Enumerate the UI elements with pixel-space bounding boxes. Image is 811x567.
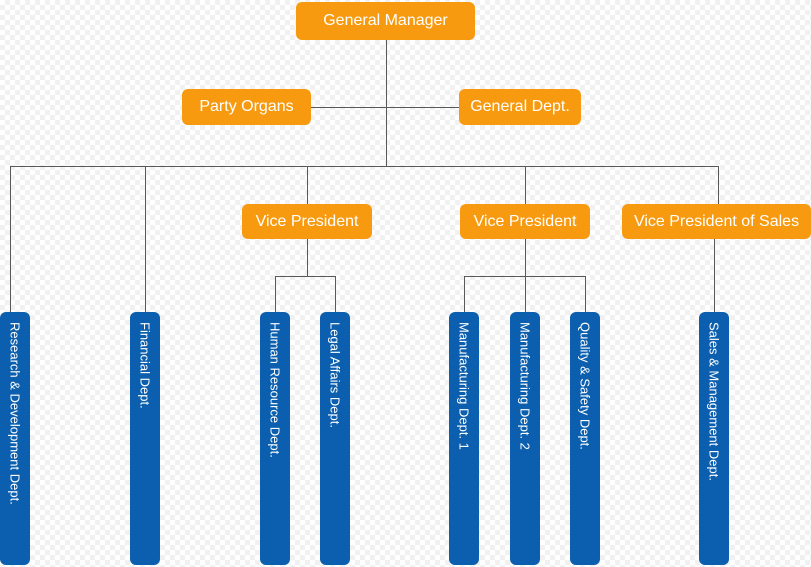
node-research-development[interactable]: Research & Development Dept. <box>0 312 30 565</box>
connector-drop-legal-affairs <box>335 276 336 313</box>
node-vice-president-2[interactable]: Vice President <box>460 204 590 239</box>
node-vice-president-sales-label: Vice President of Sales <box>633 212 800 230</box>
connector-vp-sales-stem <box>714 238 715 313</box>
connector-drop-vp1 <box>307 166 308 205</box>
connector-main-bus <box>10 166 719 167</box>
node-legal-affairs[interactable]: Legal Affairs Dept. <box>320 312 350 565</box>
connector-vp2-stem <box>525 238 526 277</box>
connector-drop-vp-sales <box>718 166 719 205</box>
connector-drop-manufacturing-1 <box>464 276 465 313</box>
node-vice-president-sales[interactable]: Vice President of Sales <box>622 204 811 239</box>
connector-vp1-stem <box>307 238 308 277</box>
node-sales-management[interactable]: Sales & Management Dept. <box>699 312 729 565</box>
connector-drop-manufacturing-2 <box>525 276 526 313</box>
node-quality-safety[interactable]: Quality & Safety Dept. <box>570 312 600 565</box>
node-vice-president-2-label: Vice President <box>473 212 577 230</box>
connector-drop-research <box>10 166 11 313</box>
node-manufacturing-1-label: Manufacturing Dept. 1 <box>456 322 472 450</box>
connector-gm-trunk <box>386 40 387 167</box>
node-general-manager[interactable]: General Manager <box>296 2 475 40</box>
node-quality-safety-label: Quality & Safety Dept. <box>577 322 593 450</box>
node-research-development-label: Research & Development Dept. <box>7 322 23 505</box>
connector-level2-crossbar <box>311 107 459 108</box>
node-financial[interactable]: Financial Dept. <box>130 312 160 565</box>
node-general-manager-label: General Manager <box>323 12 448 29</box>
connector-drop-quality-safety <box>585 276 586 313</box>
node-manufacturing-1[interactable]: Manufacturing Dept. 1 <box>449 312 479 565</box>
node-party-organs[interactable]: Party Organs <box>182 89 311 125</box>
node-vice-president-1-label: Vice President <box>255 212 359 230</box>
node-human-resource[interactable]: Human Resource Dept. <box>260 312 290 565</box>
node-vice-president-1[interactable]: Vice President <box>242 204 372 239</box>
connector-drop-financial <box>145 166 146 313</box>
node-party-organs-label: Party Organs <box>199 98 294 115</box>
node-general-dept[interactable]: General Dept. <box>459 89 581 125</box>
node-sales-management-label: Sales & Management Dept. <box>706 322 722 481</box>
node-manufacturing-2[interactable]: Manufacturing Dept. 2 <box>510 312 540 565</box>
node-general-dept-label: General Dept. <box>470 98 570 115</box>
connector-drop-human-resource <box>275 276 276 313</box>
node-legal-affairs-label: Legal Affairs Dept. <box>327 322 343 428</box>
node-manufacturing-2-label: Manufacturing Dept. 2 <box>517 322 533 450</box>
connector-vp1-bus <box>275 276 336 277</box>
node-human-resource-label: Human Resource Dept. <box>267 322 283 458</box>
connector-drop-vp2 <box>525 166 526 205</box>
node-financial-label: Financial Dept. <box>137 322 153 409</box>
